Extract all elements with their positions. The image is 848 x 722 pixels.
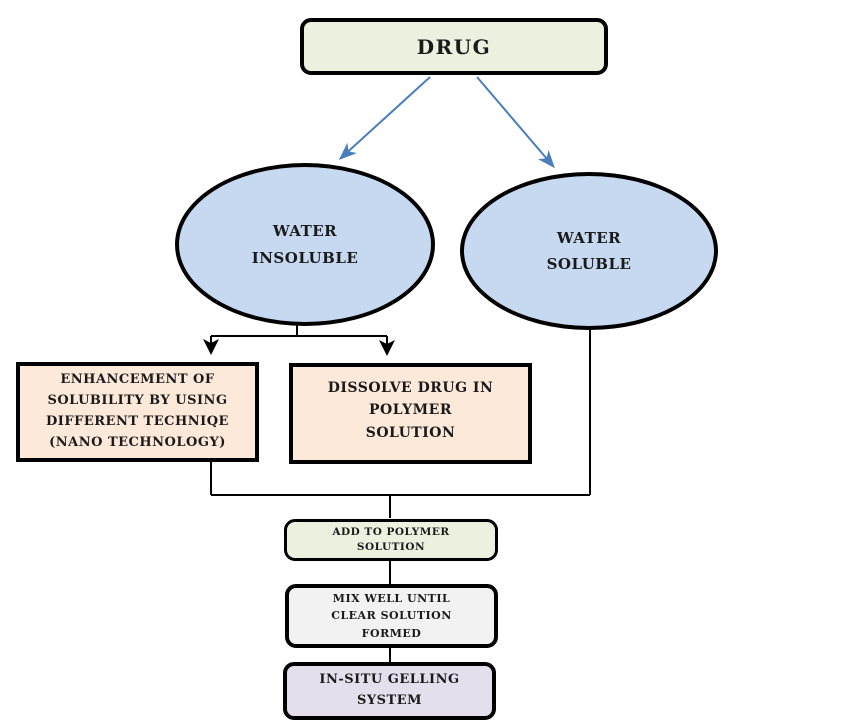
arrow-drug-to-water-soluble <box>476 76 555 169</box>
node-add-to-polymer: ADD TO POLYMER SOLUTION <box>284 519 498 561</box>
node-dissolve-drug: DISSOLVE DRUG IN POLYMER SOLUTION <box>289 363 532 464</box>
node-enhancement-of-solubility: ENHANCEMENT OF SOLUBILITY BY USING DIFFE… <box>16 362 259 462</box>
node-drug: DRUG <box>300 18 608 75</box>
connector-merge-to-add <box>210 330 591 518</box>
connector-insoluble-split <box>211 325 387 337</box>
arrow-drug-to-water-insoluble <box>338 76 431 161</box>
node-water-soluble: WATER SOLUBLE <box>460 172 718 330</box>
node-mix-well: MIX WELL UNTIL CLEAR SOLUTION FORMED <box>285 584 498 648</box>
node-water-insoluble: WATER INSOLUBLE <box>175 163 435 326</box>
node-in-situ-gelling-system: IN-SITU GELLING SYSTEM <box>283 662 496 720</box>
